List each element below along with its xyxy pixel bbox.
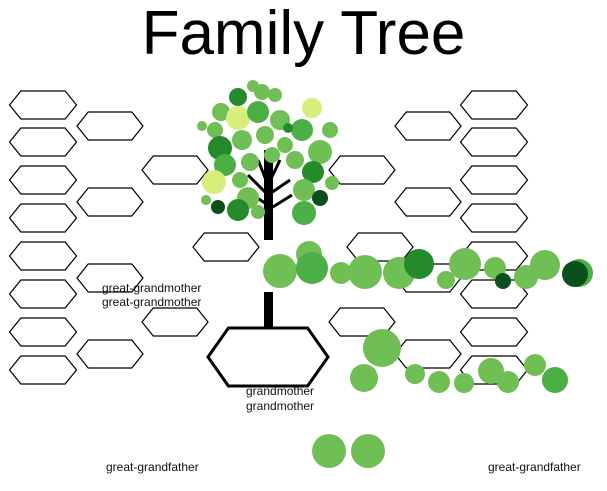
tree-branch [266, 159, 282, 186]
name-box-left [8, 90, 78, 120]
name-box-left [192, 232, 260, 262]
name-box-right [459, 203, 529, 233]
decorative-circle [449, 248, 481, 280]
label-great-grandmother-2: great-grandmother [102, 295, 202, 309]
tree-leaf [325, 176, 339, 190]
label-great-grandfather-left: great-grandfather [106, 460, 199, 474]
label-great-grandmother-1: great-grandmother [102, 281, 202, 295]
name-box-right [394, 339, 462, 369]
name-box-left [141, 155, 209, 185]
name-box-right [346, 232, 414, 262]
decorative-circle [437, 271, 455, 289]
grandparent-box [206, 326, 330, 388]
tree-leaf [232, 130, 252, 150]
label-great-grandfather-right: great-grandfather [488, 460, 581, 474]
name-box-left [76, 187, 144, 217]
decorative-circle [312, 434, 346, 468]
decorative-circle [497, 371, 519, 393]
tree-leaf [201, 195, 211, 205]
decorative-circle [478, 358, 504, 384]
decorative-circle [363, 329, 401, 367]
decorative-circle [405, 364, 425, 384]
name-box-left [76, 263, 144, 293]
tree-leaf [264, 147, 280, 163]
tree-leaf [254, 84, 270, 100]
name-box-left [8, 355, 78, 385]
tree-leaf [286, 151, 304, 169]
tree-leaf [207, 122, 223, 138]
tree-branch [246, 173, 270, 197]
page-title: Family Tree [141, 0, 466, 68]
label-grandmother-2: grandmother [246, 399, 315, 413]
name-box-right [459, 90, 529, 120]
tree-leaf [277, 137, 293, 153]
name-box-right [394, 187, 462, 217]
tree-leaf [312, 190, 328, 206]
decorative-circle [263, 254, 297, 288]
name-box-left [8, 127, 78, 157]
tree-leaf [293, 179, 315, 201]
tree-trunk [264, 292, 273, 337]
decorative-circle [330, 262, 352, 284]
decorative-circle [351, 434, 385, 468]
decorative-circle [454, 373, 474, 393]
tree-leaf [283, 123, 293, 133]
name-box-right [459, 279, 529, 309]
tree-leaf [232, 172, 248, 188]
tree-branch [267, 193, 293, 212]
name-box-left [141, 307, 209, 337]
name-box-left [8, 279, 78, 309]
name-box-left [8, 165, 78, 195]
name-box-right [328, 155, 396, 185]
name-box-right [459, 317, 529, 347]
decorative-circle [348, 255, 382, 289]
tree-leaf [241, 153, 259, 171]
decorative-circle [530, 250, 560, 280]
tree-leaf [212, 103, 230, 121]
tree-leaf [256, 126, 274, 144]
decorative-circle [296, 252, 328, 284]
name-box-right [459, 165, 529, 195]
tree-leaf [322, 122, 338, 138]
decorative-circle [542, 367, 568, 393]
tree-branch [267, 178, 291, 197]
tree-leaf [247, 101, 269, 123]
tree-leaf [302, 98, 322, 118]
tree-leaf [197, 121, 207, 131]
name-box-left [76, 111, 144, 141]
tree-leaf [292, 201, 316, 225]
tree-leaf [227, 199, 249, 221]
decorative-circle [404, 249, 434, 279]
decorative-circle [562, 261, 588, 287]
name-box-right [459, 127, 529, 157]
name-box-left [76, 339, 144, 369]
tree-leaf [202, 170, 226, 194]
tree-leaf [302, 161, 324, 183]
decorative-circle [495, 273, 511, 289]
name-box-left [8, 241, 78, 271]
tree-leaf [211, 200, 225, 214]
tree-leaf [251, 205, 265, 219]
decorative-circle [428, 371, 450, 393]
decorative-circle [350, 364, 378, 392]
tree-leaf [226, 106, 250, 130]
tree-leaf [268, 88, 282, 102]
label-grandmother-1: grandmother [246, 384, 315, 398]
tree-leaf [308, 140, 332, 164]
name-box-right [328, 307, 396, 337]
tree-leaf [229, 88, 247, 106]
name-box-left [8, 317, 78, 347]
tree-branch [256, 159, 270, 186]
tree-leaf [208, 136, 232, 160]
name-box-left [8, 203, 78, 233]
tree-leaf [214, 154, 236, 176]
decorative-circle [524, 354, 546, 376]
tree-leaf [291, 119, 313, 141]
name-box-right [394, 111, 462, 141]
